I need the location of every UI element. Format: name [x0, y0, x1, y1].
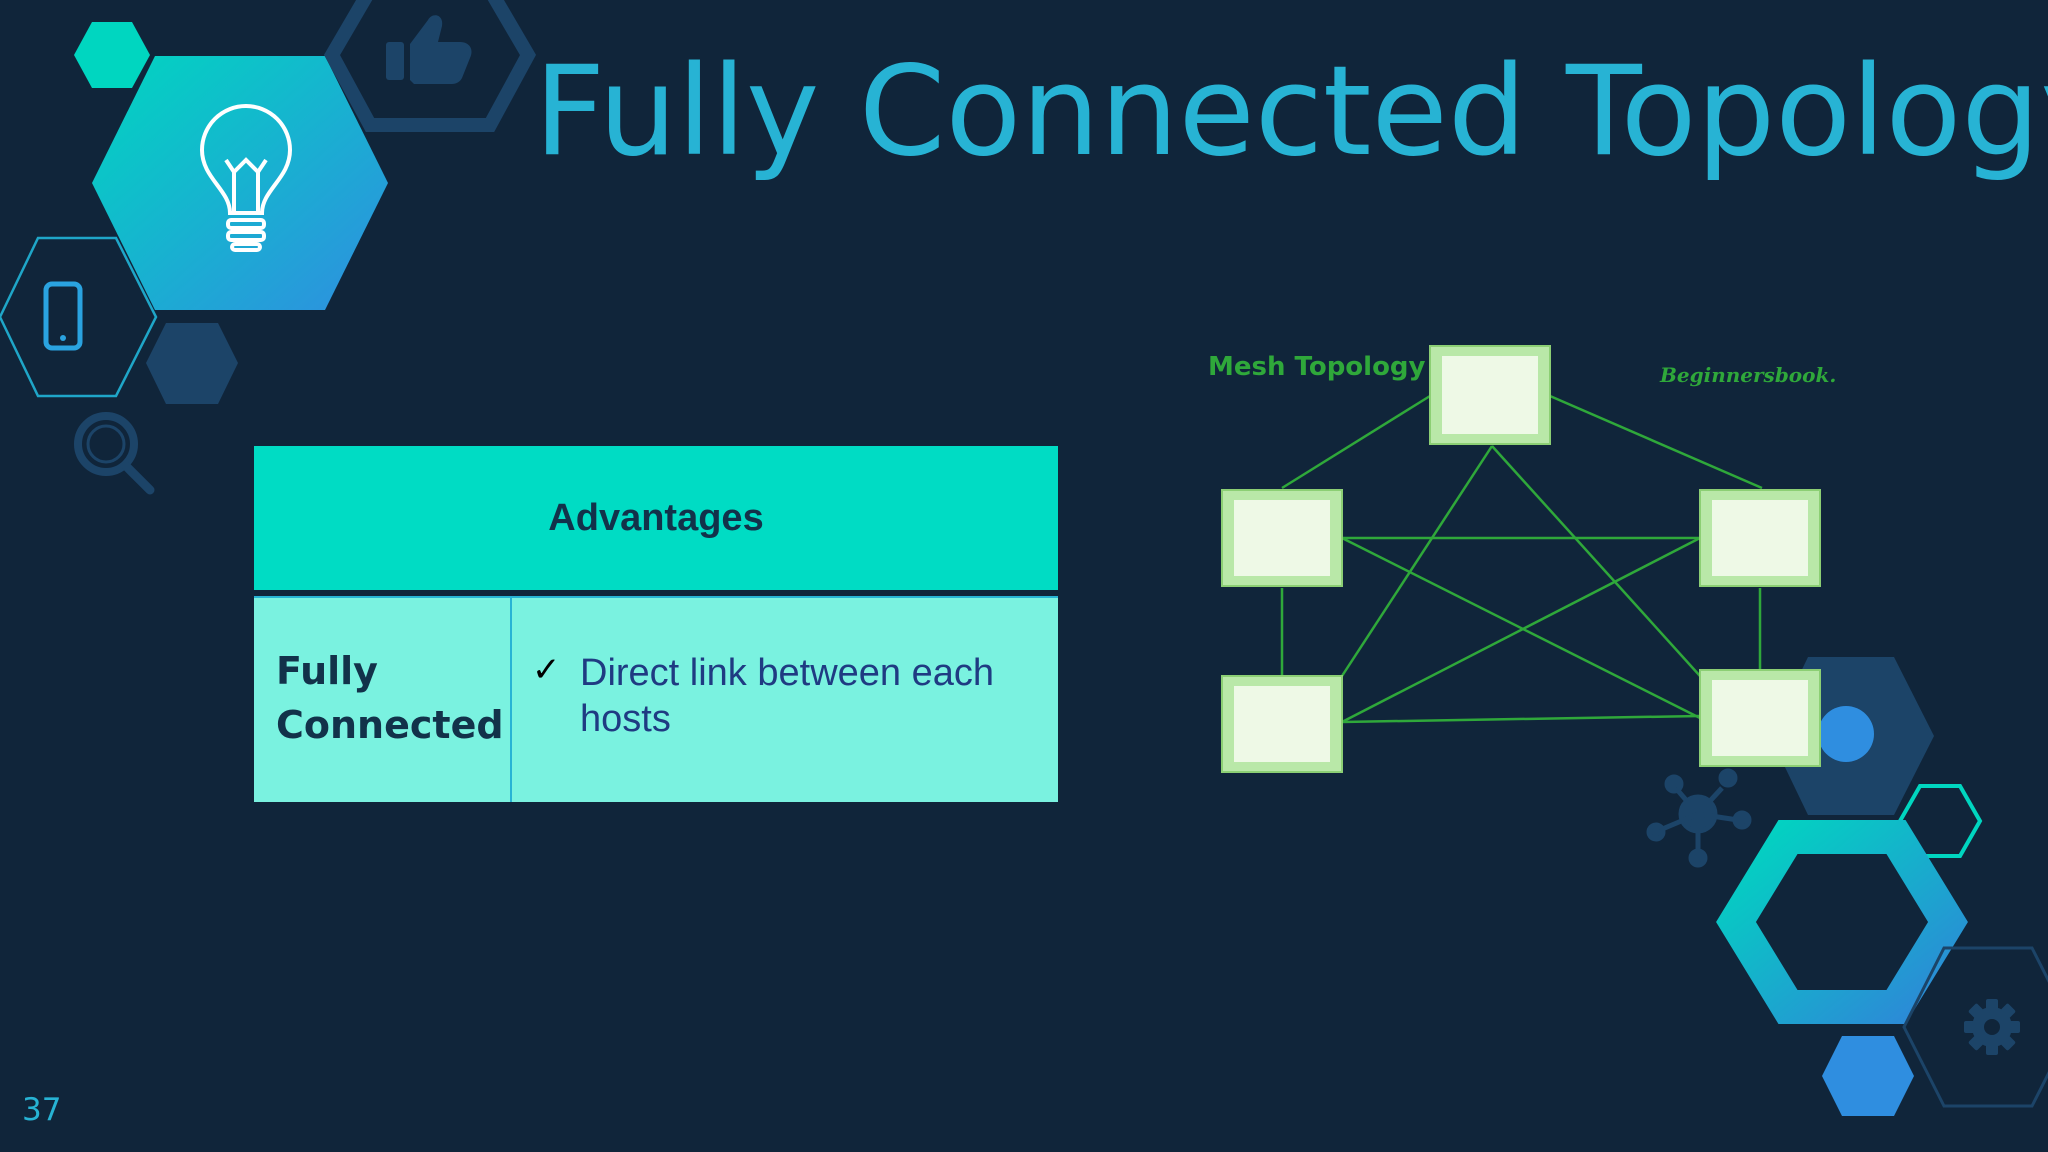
- magnifier-icon: [74, 412, 155, 495]
- gear-icon: [1964, 999, 2020, 1055]
- deco-hexagon-gear: [1902, 946, 2048, 1108]
- row-label: Fully Connected: [276, 649, 504, 747]
- table-row: Fully Connected ✓ Direct link between ea…: [254, 596, 1058, 802]
- mesh-topology-diagram: Mesh Topology Beginnersbook.com: [1208, 345, 1836, 773]
- deco-hexagon-ring-large: [1716, 820, 1968, 1024]
- deco-hexagon-phone: [0, 236, 158, 398]
- link: [1341, 536, 1701, 724]
- link: [1341, 536, 1701, 720]
- link: [1549, 394, 1763, 490]
- link: [1281, 394, 1431, 490]
- thumbs-up-icon: [386, 15, 472, 85]
- deco-blue-dot: [1818, 706, 1874, 762]
- mesh-nodes: [1221, 345, 1821, 773]
- node-left-upper: [1221, 489, 1343, 587]
- row-description: Direct link between each hosts: [580, 652, 994, 740]
- link: [1340, 445, 1494, 677]
- mesh-links: [1280, 394, 1763, 724]
- link: [1491, 445, 1701, 677]
- table-header: Advantages: [254, 446, 1058, 590]
- deco-hexagon-blue-small: [1822, 1036, 1914, 1116]
- deco-hexagon-small-teal: [74, 22, 150, 88]
- node-right-lower: [1699, 669, 1821, 767]
- column-divider: [510, 598, 512, 802]
- network-icon: [1646, 768, 1752, 868]
- diagram-title: Mesh Topology: [1208, 352, 1426, 382]
- diagram-watermark: Beginnersbook.com: [1659, 363, 1836, 387]
- deco-hexagon-dark: [146, 323, 238, 404]
- link: [1341, 714, 1701, 724]
- deco-hexagon-lightbulb: [92, 56, 388, 310]
- check-icon: ✓: [532, 650, 561, 690]
- node-top: [1429, 345, 1551, 445]
- page-title: Fully Connected Topology: [534, 40, 2048, 184]
- node-right-upper: [1699, 489, 1821, 587]
- slide-number: 37: [22, 1092, 62, 1128]
- lightbulb-icon: [199, 104, 293, 252]
- deco-hexagon-thumbs-up: [323, 0, 537, 132]
- smartphone-icon: [43, 281, 83, 351]
- advantages-table: Advantages Fully Connected ✓ Direct link…: [254, 446, 1058, 802]
- node-left-lower: [1221, 675, 1343, 773]
